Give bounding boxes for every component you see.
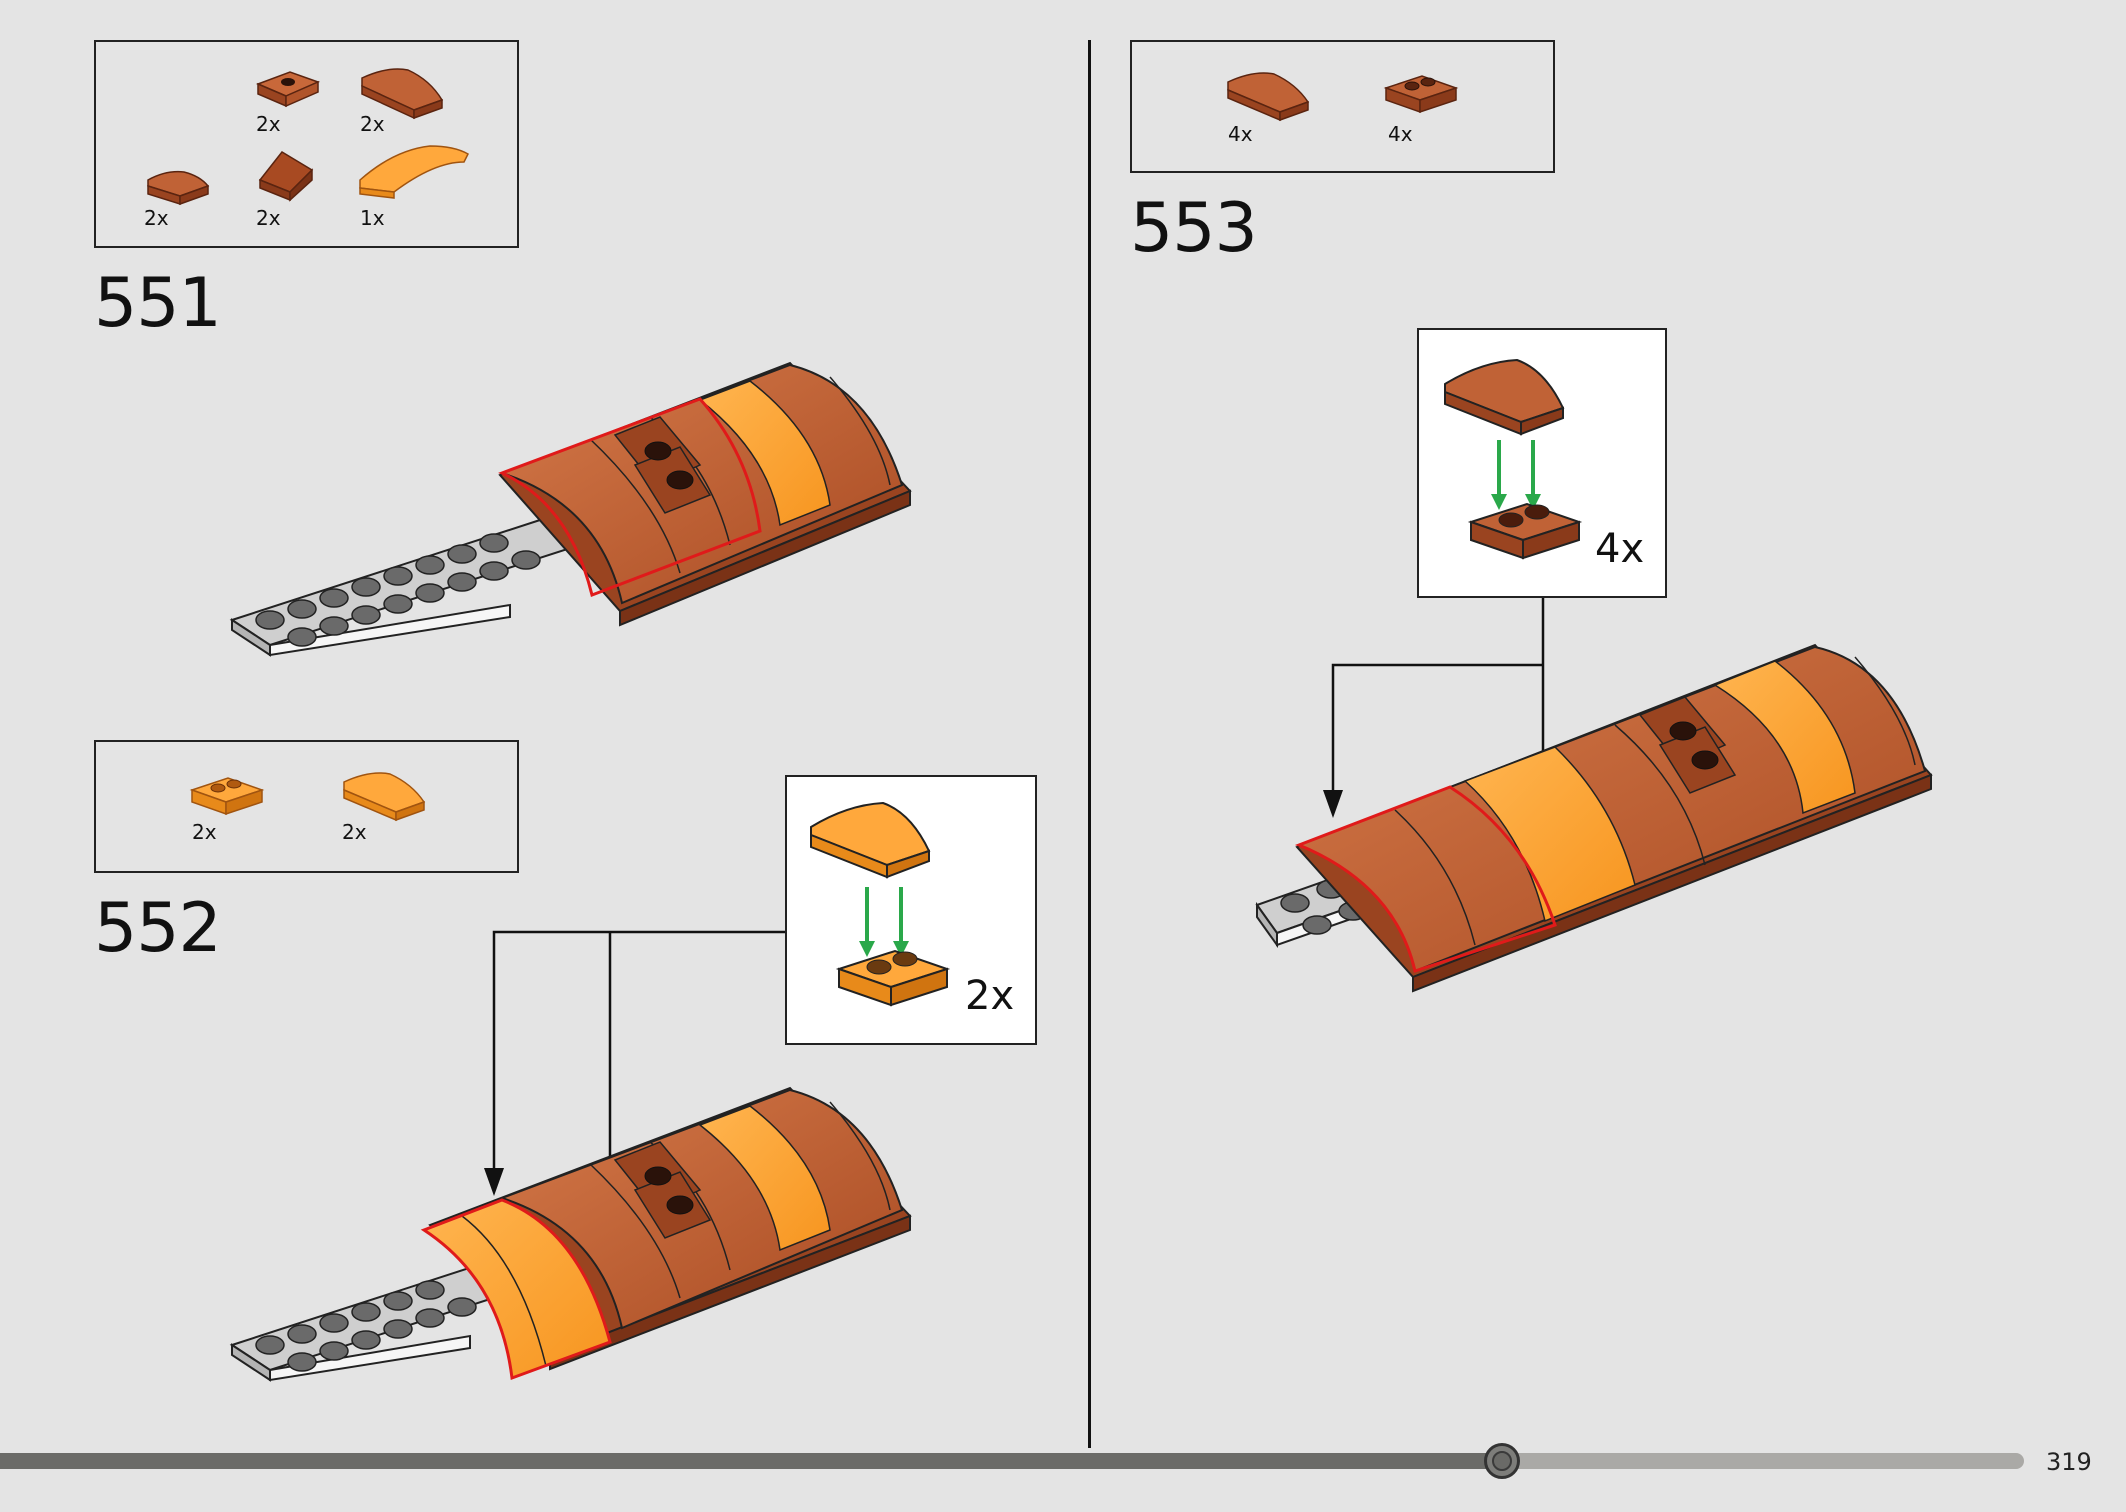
part-qty: 4x xyxy=(1228,122,1253,146)
part-qty: 2x xyxy=(144,206,169,230)
orange-plate-1x2-grooved-icon xyxy=(189,777,265,816)
callout-qty: 4x xyxy=(1595,526,1645,572)
brown-curved-slope-2x2-icon xyxy=(361,68,444,120)
part-qty: 2x xyxy=(256,112,281,136)
green-arrows-icon xyxy=(859,887,909,957)
orange-curved-slope-2x2-icon xyxy=(343,772,426,822)
part-qty: 4x xyxy=(1388,122,1413,146)
part-qty: 2x xyxy=(360,112,385,136)
part-qty: 2x xyxy=(342,820,367,844)
step-number-553: 553 xyxy=(1130,189,1258,268)
callout-552: 2x xyxy=(785,775,1037,1045)
step-number-551: 551 xyxy=(94,264,222,343)
model-assembly-551 xyxy=(229,361,912,657)
orange-plate-1x2-grooved-icon xyxy=(835,949,951,1007)
step-number-552: 552 xyxy=(94,889,222,968)
part-qty: 1x xyxy=(360,206,385,230)
brown-curved-slope-2x2-icon xyxy=(1444,358,1565,436)
part-qty: 2x xyxy=(192,820,217,844)
orange-curved-slope-2x2-icon xyxy=(810,801,931,879)
part-qty: 2x xyxy=(256,206,281,230)
brown-plate-1x2-grooved-icon xyxy=(1467,502,1583,560)
progress-bar xyxy=(0,1453,2024,1469)
progress-fill xyxy=(0,1453,1502,1469)
page-divider xyxy=(1088,40,1091,1448)
brown-curved-slope-1x2-icon xyxy=(147,170,210,206)
brown-curved-slope-2x2-icon xyxy=(1227,72,1310,122)
brown-plate-1x2-jumper-icon xyxy=(255,71,321,108)
green-arrows-icon xyxy=(1491,440,1541,510)
orange-curved-slope-1x4-icon xyxy=(359,145,469,199)
model-assembly-552 xyxy=(229,1086,912,1382)
parts-list-552: 2x 2x xyxy=(94,740,519,873)
progress-knob-icon xyxy=(1484,1443,1520,1479)
model-assembly-553 xyxy=(1255,643,1933,993)
callout-qty: 2x xyxy=(965,973,1015,1019)
brown-plate-1x2-grooved-icon xyxy=(1383,75,1459,114)
page-number: 319 xyxy=(2046,1448,2092,1476)
brown-slope-1x2-icon xyxy=(258,151,314,202)
parts-list-553: 4x 4x xyxy=(1130,40,1555,173)
callout-553: 4x xyxy=(1417,328,1667,598)
parts-list-551: 2x 2x 2x 2x 1x xyxy=(94,40,519,248)
